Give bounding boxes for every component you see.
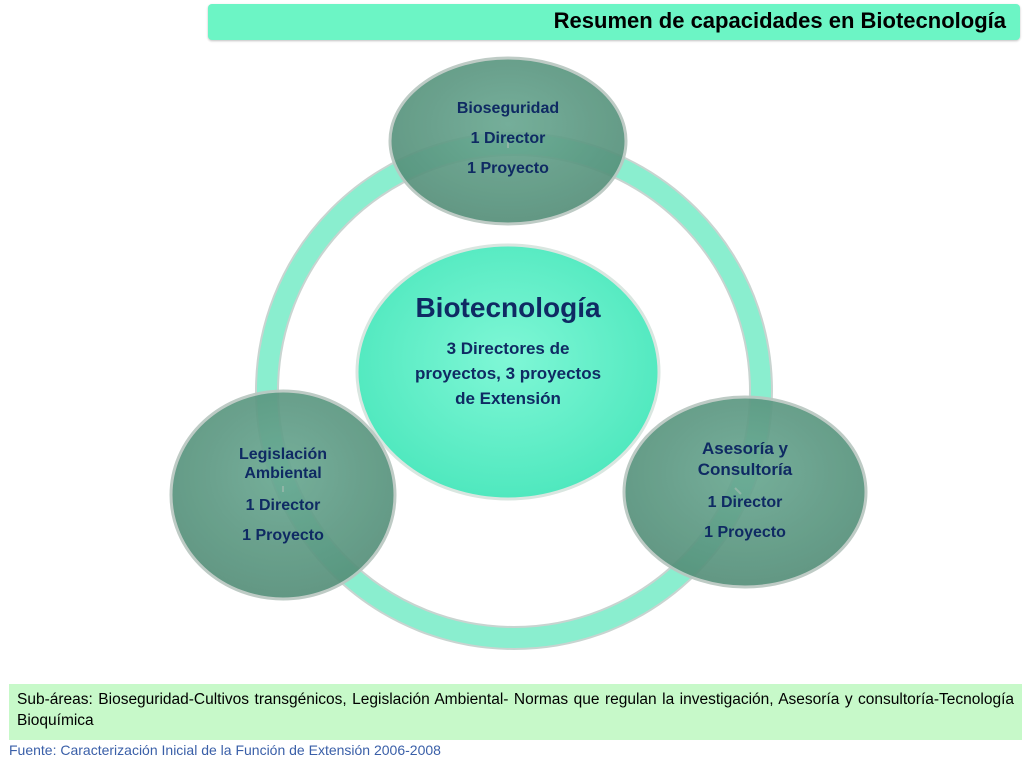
center-subtitle: 3 Directores de proyectos, 3 proyectos d… <box>414 339 602 408</box>
center-circle <box>355 243 661 501</box>
source-note: Fuente: Caracterización Inicial de la Fu… <box>9 742 441 758</box>
subareas-note: Sub-áreas: Bioseguridad-Cultivos transgé… <box>9 684 1022 740</box>
node-label-bioseguridad: Bioseguridad 1 Director 1 Proyecto <box>408 94 608 184</box>
node-director: 1 Director <box>470 130 546 147</box>
node-director: 1 Director <box>707 494 783 511</box>
cycle-diagram <box>169 56 868 650</box>
node-title: Asesoría y Consultoría <box>697 439 793 479</box>
node-director: 1 Director <box>245 497 321 514</box>
page-title: Resumen de capacidades en Biotecnología <box>553 8 1006 33</box>
node-project: 1 Proyecto <box>242 527 324 544</box>
node-legislacion <box>169 389 397 601</box>
center-title: Biotecnología <box>415 292 601 323</box>
node-label-asesoria: Asesoría y Consultoría 1 Director 1 Proy… <box>670 438 820 548</box>
node-project: 1 Proyecto <box>467 160 549 177</box>
node-bioseguridad <box>388 56 628 226</box>
subareas-text: Sub-áreas: Bioseguridad-Cultivos transgé… <box>17 691 1014 729</box>
node-project: 1 Proyecto <box>704 524 786 541</box>
node-title: Bioseguridad <box>456 100 560 117</box>
node-label-legislacion: Legislación Ambiental 1 Director 1 Proye… <box>218 445 348 551</box>
title-bar: Resumen de capacidades en Biotecnología <box>208 4 1020 40</box>
center-label: Biotecnología 3 Directores de proyectos,… <box>398 292 618 411</box>
node-asesoria <box>622 395 868 589</box>
node-title: Legislación Ambiental <box>238 446 328 482</box>
